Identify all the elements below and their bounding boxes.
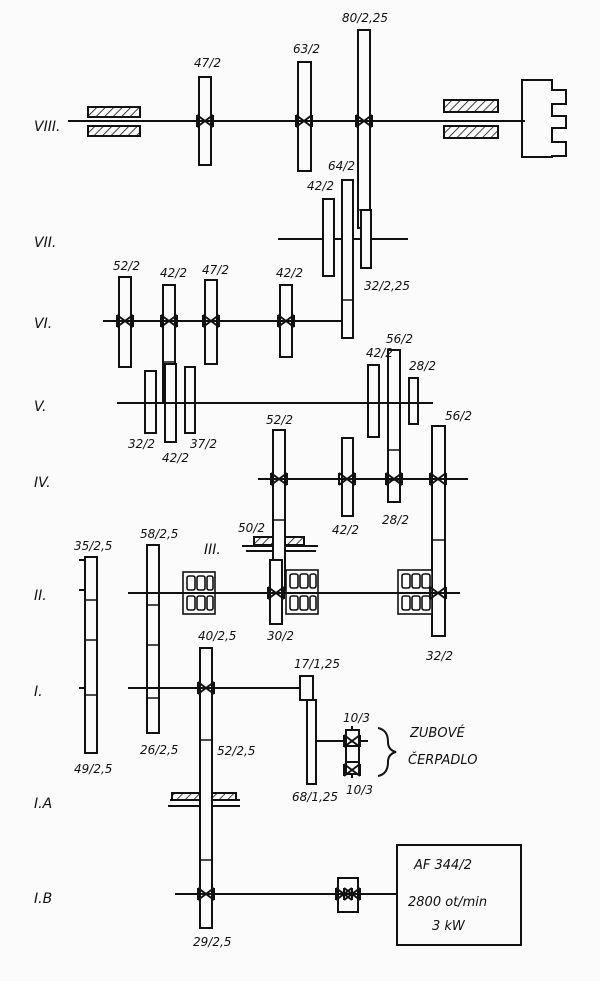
gear-label: 58/2,5 (140, 527, 178, 541)
gear-label: 52/2 (266, 413, 293, 427)
pump-brace (377, 727, 397, 777)
gear-label: 17/1,25 (294, 657, 340, 671)
gear-label: 29/2,5 (193, 935, 231, 949)
gear-label: 42/2 (160, 266, 187, 280)
gear-42-2-iv (341, 437, 354, 517)
motor-power: 3 kW (432, 919, 466, 934)
gear-label: 64/2 (328, 159, 355, 173)
gear-label: 68/1,25 (292, 790, 338, 804)
pump-label-line1: ZUBOVÉ (409, 725, 465, 741)
gear-label: 28/2 (382, 513, 409, 527)
bearing-left (87, 106, 141, 118)
shaft-label-ii: II. (34, 588, 47, 604)
bearing-right-lower (443, 125, 499, 139)
gear-label: 63/2 (293, 42, 320, 56)
gear-label: 42/2 (307, 179, 334, 193)
gear-label: 47/2 (194, 56, 221, 70)
gear-label: 42/2 (162, 451, 189, 465)
shaft-label-v: V. (34, 399, 46, 415)
gear-42-2-v-b (367, 364, 380, 438)
gear-label: 10/3 (346, 783, 373, 797)
gear-label: 49/2,5 (74, 762, 112, 776)
key-mark (343, 734, 361, 748)
gear-56-2-iv (431, 425, 446, 637)
gear-label: 32/2 (128, 437, 155, 451)
gear-40-2-5 (199, 647, 213, 929)
shaft-label-ib: I.B (34, 891, 52, 907)
gear-label: 26/2,5 (140, 743, 178, 757)
shaft-label-iv: IV. (34, 475, 51, 491)
gear-label: 42/2 (366, 346, 393, 360)
gear-label: 32/2 (426, 649, 453, 663)
gear-label: 50/2 (238, 521, 265, 535)
key-mark (343, 763, 361, 777)
gear-80-2-25 (357, 29, 371, 229)
gear-label: 52/2,5 (217, 744, 255, 758)
gear-label: 40/2,5 (198, 629, 236, 643)
gear-32-2-25 (360, 209, 372, 269)
shaft-label-vi: VI. (34, 316, 52, 332)
shaft-label-ia: I.A (34, 796, 52, 812)
chuck (521, 79, 567, 158)
bearing-left-lower (87, 125, 141, 137)
pump-label-line2: ČERPADLO (408, 752, 478, 768)
gear-label: 30/2 (267, 629, 294, 643)
gear-56-2-v (387, 349, 401, 503)
gear-10-3-mid (345, 745, 360, 763)
gear-label: 28/2 (409, 359, 436, 373)
gear-label: 10/3 (343, 711, 370, 725)
gear-label: 37/2 (190, 437, 217, 451)
gear-68-1-25 (306, 699, 317, 785)
shaft-label-iii: III. (204, 542, 221, 558)
gear-42-2-vii (322, 198, 335, 277)
shaft-label-viii: VIII. (34, 119, 60, 135)
gear-label: 47/2 (202, 263, 229, 277)
shaft-label-vii: VII. (34, 235, 56, 251)
gear-label: 80/2,25 (342, 11, 388, 25)
gear-label: 35/2,5 (74, 539, 112, 553)
motor-box (396, 844, 522, 946)
gear-17-1-25 (299, 675, 314, 701)
gear-label: 42/2 (332, 523, 359, 537)
gear-label: 52/2 (113, 259, 140, 273)
gear-64-2 (341, 179, 354, 339)
gear-35-2-5 (84, 556, 98, 754)
gear-28-2-v (408, 377, 419, 425)
gear-58-2-5 (146, 544, 160, 734)
gear-label: 56/2 (386, 332, 413, 346)
bearing-right (443, 99, 499, 113)
motor-speed: 2800 ot/min (408, 895, 487, 910)
gear-label: 42/2 (276, 266, 303, 280)
shaft-label-i: I. (34, 684, 43, 700)
motor-model: AF 344/2 (413, 858, 472, 873)
gear-label: 56/2 (445, 409, 472, 423)
gear-37-2 (184, 366, 196, 434)
gear-label: 32/2,25 (364, 279, 410, 293)
